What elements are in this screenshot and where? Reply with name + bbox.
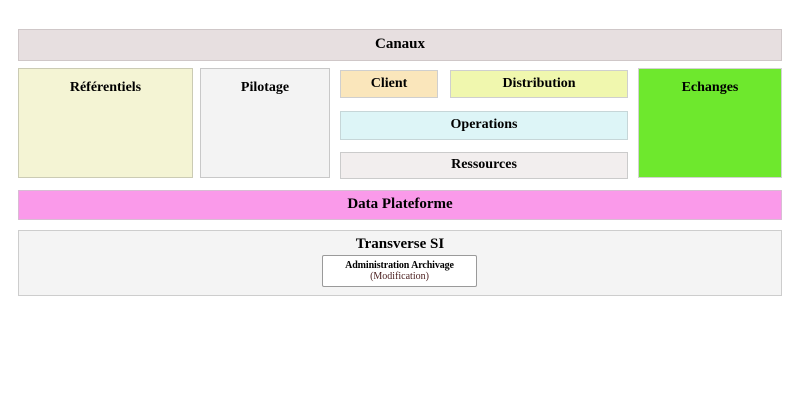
client-label: Client — [370, 75, 408, 91]
canaux-banner[interactable]: Canaux — [18, 29, 782, 61]
block-referentiels[interactable]: Référentiels — [18, 68, 193, 178]
pilotage-label: Pilotage — [240, 80, 290, 95]
block-echanges[interactable]: Echanges — [638, 68, 782, 178]
administration-archivage-title: Administration Archivage — [345, 259, 454, 271]
block-client[interactable]: Client — [340, 70, 438, 98]
operations-label: Operations — [450, 117, 518, 133]
block-pilotage[interactable]: Pilotage — [200, 68, 330, 178]
distribution-label: Distribution — [502, 75, 576, 91]
block-ressources[interactable]: Ressources — [340, 152, 628, 179]
ressources-label: Ressources — [451, 157, 517, 173]
block-administration-archivage[interactable]: Administration Archivage (Modification) — [322, 255, 477, 287]
administration-archivage-subtitle: (Modification) — [370, 270, 429, 282]
echanges-label: Echanges — [681, 80, 739, 95]
block-data-plateforme[interactable]: Data Plateforme — [18, 190, 782, 220]
canaux-label: Canaux — [374, 36, 426, 53]
transverse-si-label: Transverse SI — [355, 236, 445, 252]
referentiels-label: Référentiels — [69, 80, 142, 95]
block-operations[interactable]: Operations — [340, 111, 628, 140]
block-distribution[interactable]: Distribution — [450, 70, 628, 98]
data-plateforme-label: Data Plateforme — [347, 196, 453, 213]
